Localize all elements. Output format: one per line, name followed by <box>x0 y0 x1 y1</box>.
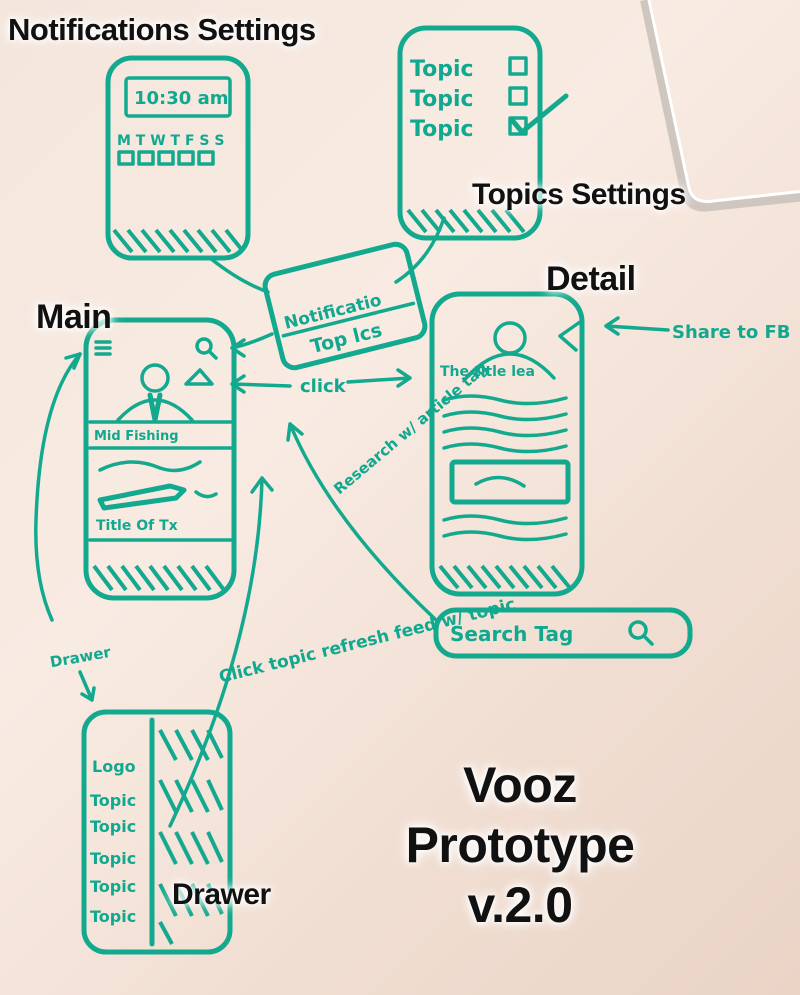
drawer-label: Drawer <box>172 878 271 911</box>
topic-row-2: Topic <box>410 87 474 112</box>
drawer-topic-3: Topic <box>90 849 136 868</box>
drawer-topic-1: Topic <box>90 791 136 810</box>
click-note-text: click <box>300 376 347 397</box>
detail-phone: The title lea <box>429 291 585 597</box>
drawer-phone: Logo Topic Topic Topic Topic Topic <box>81 709 233 955</box>
main-phone: Mid Fishing Title Of Tx <box>83 317 237 601</box>
main-card2-text: Title Of Tx <box>96 518 178 534</box>
drawer-logo-text: Logo <box>92 757 136 776</box>
prototype-title-line1: Vooz Prototype <box>405 757 635 873</box>
notif-time-text: 10:30 am <box>134 88 228 109</box>
notifications-phone: 10:30 am M T W T F S S <box>105 55 251 261</box>
topics-phone: Topic Topic Topic <box>397 25 569 241</box>
share-note-text: Share to FB <box>672 322 791 343</box>
topic-row-1: Topic <box>410 57 474 82</box>
main-label: Main <box>36 298 112 336</box>
main-card1-text: Mid Fishing <box>94 429 179 444</box>
topic-row-3: Topic <box>410 117 474 142</box>
whiteboard-frame <box>640 0 800 212</box>
detail-title-text: The title lea <box>440 364 535 380</box>
search-tag-text: Search Tag <box>450 622 573 646</box>
drawer-note-text: Drawer <box>49 643 113 671</box>
drawer-topic-2: Topic <box>90 817 136 836</box>
prototype-title-line2: v.2.0 <box>467 877 574 933</box>
menu-popup: Notificatio Top lcs <box>262 241 428 371</box>
notif-days-text: M T W T F S S <box>117 133 224 149</box>
drawer-topic-5: Topic <box>90 907 136 926</box>
search-tag-box: Search Tag <box>433 607 693 659</box>
prototype-title: Vooz Prototype v.2.0 <box>370 755 670 935</box>
notifications-settings-label: Notifications Settings <box>8 12 316 47</box>
topics-settings-label: Topics Settings <box>472 178 686 211</box>
drawer-topic-4: Topic <box>90 877 136 896</box>
detail-label: Detail <box>546 260 636 298</box>
